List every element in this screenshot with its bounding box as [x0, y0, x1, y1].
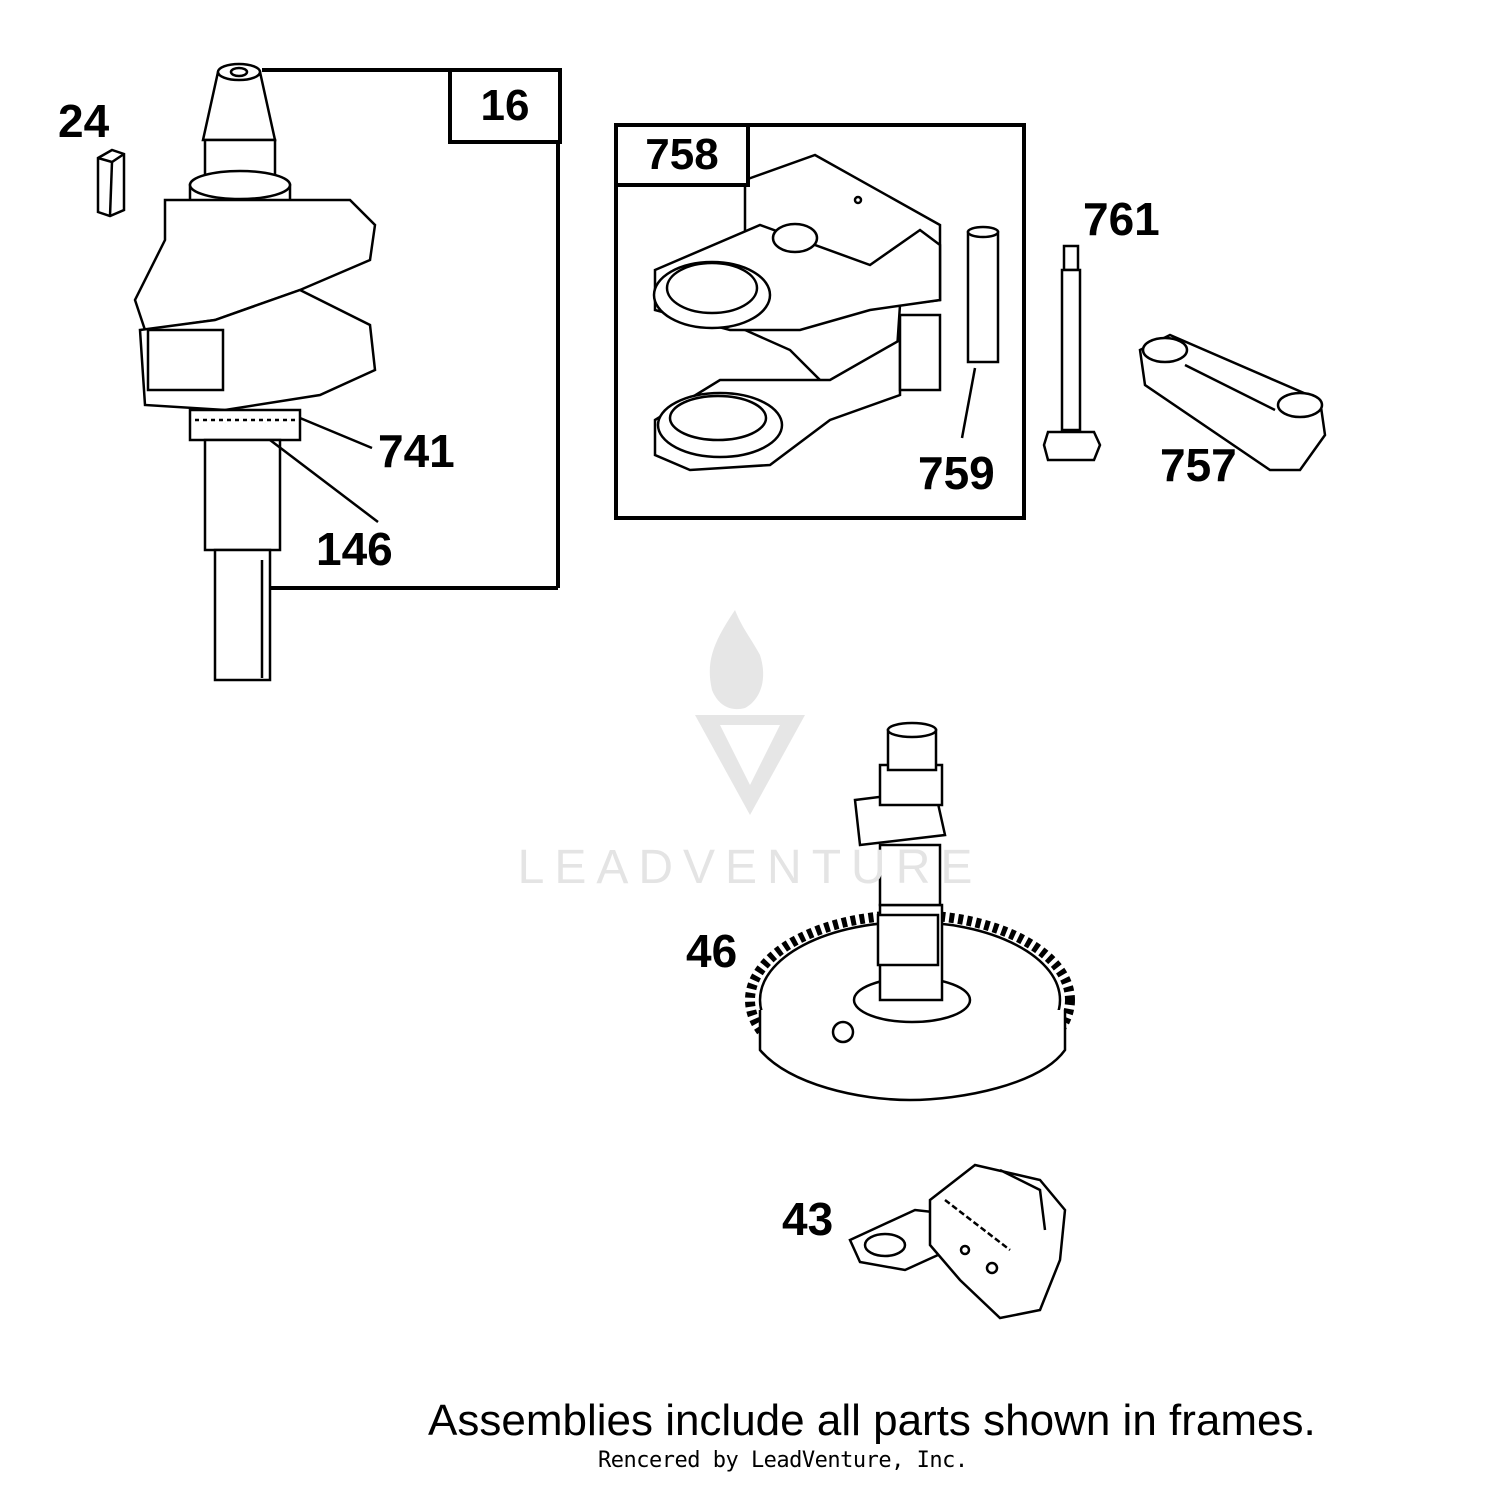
assembly-758-tag: 758 [614, 123, 750, 187]
render-credit: Rencered by LeadVenture, Inc. [598, 1448, 968, 1473]
pin-part-759 [966, 225, 1000, 364]
label-24: 24 [58, 95, 110, 147]
watermark-logo-icon [695, 610, 805, 815]
label-757: 757 [1160, 439, 1237, 491]
camshaft-part-46 [745, 721, 1075, 1102]
crankshaft-part [133, 62, 377, 682]
label-43: 43 [782, 1193, 834, 1245]
label-741: 741 [378, 425, 455, 477]
assembly-16-tag: 16 [448, 68, 562, 144]
label-146: 146 [316, 523, 393, 575]
label-761: 761 [1083, 193, 1160, 245]
assemblies-footnote: Assemblies include all parts shown in fr… [428, 1396, 1316, 1445]
label-16: 16 [480, 81, 530, 130]
bolt-part-761 [1042, 244, 1102, 462]
leader-lines [269, 367, 977, 523]
link-part-757 [1138, 333, 1327, 472]
governor-part-43 [848, 1163, 1067, 1320]
assembly-758-frame [614, 123, 1026, 520]
label-46: 46 [686, 925, 738, 977]
watermark-text: LEADVENTURE [517, 841, 983, 894]
frame-16-lines [262, 68, 560, 590]
label-759: 759 [918, 447, 995, 499]
key-part-24 [96, 148, 126, 218]
bracket-part-758 [652, 153, 942, 472]
label-758: 758 [645, 130, 719, 179]
